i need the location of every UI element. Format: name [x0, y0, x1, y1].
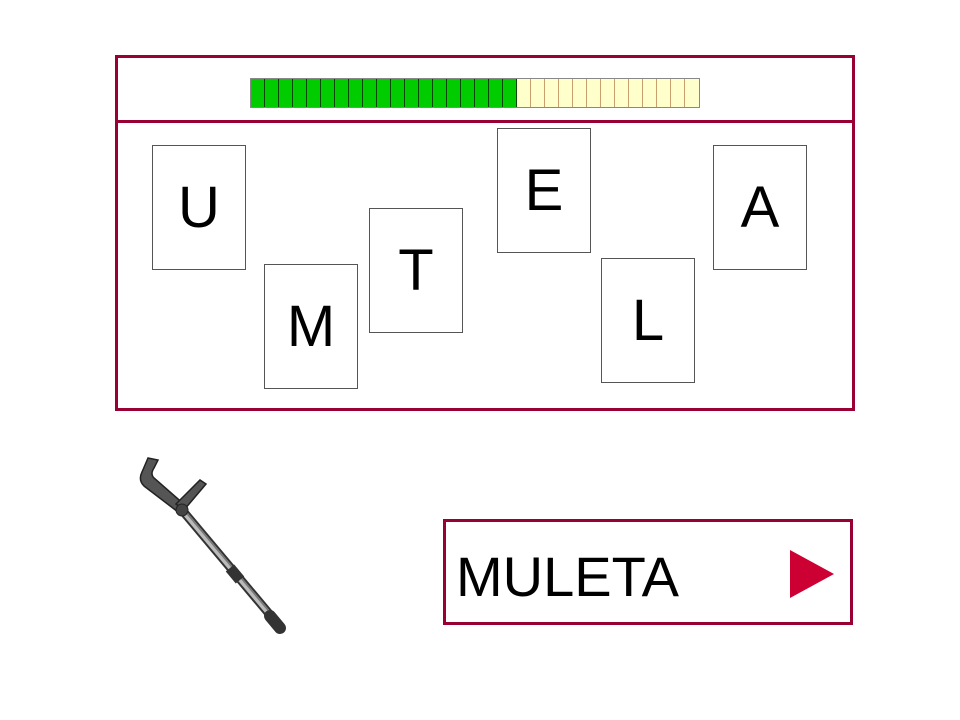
- progress-segment-done: [405, 79, 419, 107]
- progress-segment-done: [461, 79, 475, 107]
- letter-board: [115, 55, 855, 411]
- progress-segment-todo: [629, 79, 643, 107]
- progress-segment-done: [335, 79, 349, 107]
- letter-card-t[interactable]: T: [369, 208, 463, 333]
- letter-card-a[interactable]: A: [713, 145, 807, 270]
- progress-segment-todo: [545, 79, 559, 107]
- progress-segment-done: [419, 79, 433, 107]
- progress-segment-todo: [559, 79, 573, 107]
- progress-segment-done: [349, 79, 363, 107]
- progress-segment-todo: [643, 79, 657, 107]
- progress-segment-done: [293, 79, 307, 107]
- progress-segment-done: [307, 79, 321, 107]
- progress-segment-todo: [601, 79, 615, 107]
- progress-segment-done: [363, 79, 377, 107]
- letter-card-l[interactable]: L: [601, 258, 695, 383]
- progress-segment-todo: [531, 79, 545, 107]
- progress-segment-done: [475, 79, 489, 107]
- progress-segment-done: [433, 79, 447, 107]
- crutch-icon: [139, 457, 286, 634]
- progress-segment-todo: [657, 79, 671, 107]
- progress-segment-todo: [587, 79, 601, 107]
- letter-card-e[interactable]: E: [497, 128, 591, 253]
- progress-segment-done: [447, 79, 461, 107]
- progress-segment-done: [265, 79, 279, 107]
- progress-segment-todo: [685, 79, 699, 107]
- progress-segment-done: [279, 79, 293, 107]
- progress-bar: [250, 78, 700, 108]
- progress-segment-todo: [615, 79, 629, 107]
- progress-segment-done: [377, 79, 391, 107]
- progress-segment-done: [321, 79, 335, 107]
- progress-segment-done: [489, 79, 503, 107]
- board-divider: [118, 120, 852, 123]
- answer-word: MULETA: [456, 545, 679, 608]
- play-arrow-icon[interactable]: [790, 550, 834, 598]
- progress-segment-done: [251, 79, 265, 107]
- letter-card-m[interactable]: M: [264, 264, 358, 389]
- progress-segment-todo: [573, 79, 587, 107]
- progress-segment-done: [503, 79, 517, 107]
- progress-segment-todo: [517, 79, 531, 107]
- answer-box: MULETA: [443, 519, 853, 625]
- progress-segment-done: [391, 79, 405, 107]
- progress-segment-todo: [671, 79, 685, 107]
- letter-card-u[interactable]: U: [152, 145, 246, 270]
